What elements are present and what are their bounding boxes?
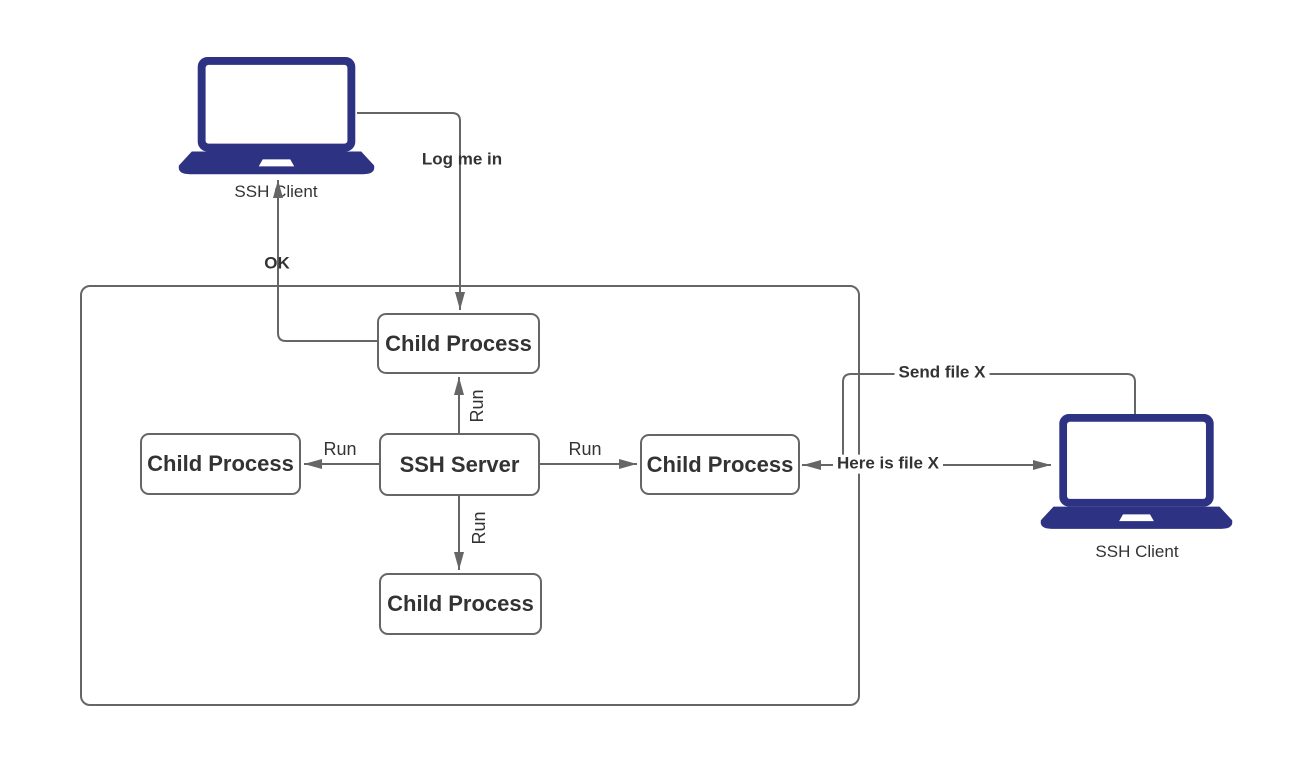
node-label-ssh-client-right: SSH Client xyxy=(1095,542,1179,561)
edge-label-send-file-x: Send file X xyxy=(894,363,990,383)
node-child-process-right: Child Process xyxy=(640,434,800,495)
node-child-process-left: Child Process xyxy=(140,433,301,495)
node-ssh-server: SSH Server xyxy=(379,433,540,496)
edge-label-run-right: Run xyxy=(568,439,602,460)
edge-label-run-left: Run xyxy=(323,439,357,460)
node-child-process-bottom: Child Process xyxy=(379,573,542,635)
laptop-icon-right xyxy=(1040,414,1233,530)
laptop-icon-left xyxy=(178,57,375,175)
edge-label-run-down: Run xyxy=(469,511,490,545)
edge-label-run-up: Run xyxy=(467,389,488,423)
edge-label-ok: OK xyxy=(264,253,290,273)
edge-label-log-me-in: Log me in xyxy=(421,149,503,169)
server-boundary-box xyxy=(80,285,860,706)
edge-label-here-is-file-x: Here is file X xyxy=(832,454,944,474)
node-label-ssh-client-left: SSH Client xyxy=(234,182,318,201)
node-child-process-top: Child Process xyxy=(377,313,540,374)
